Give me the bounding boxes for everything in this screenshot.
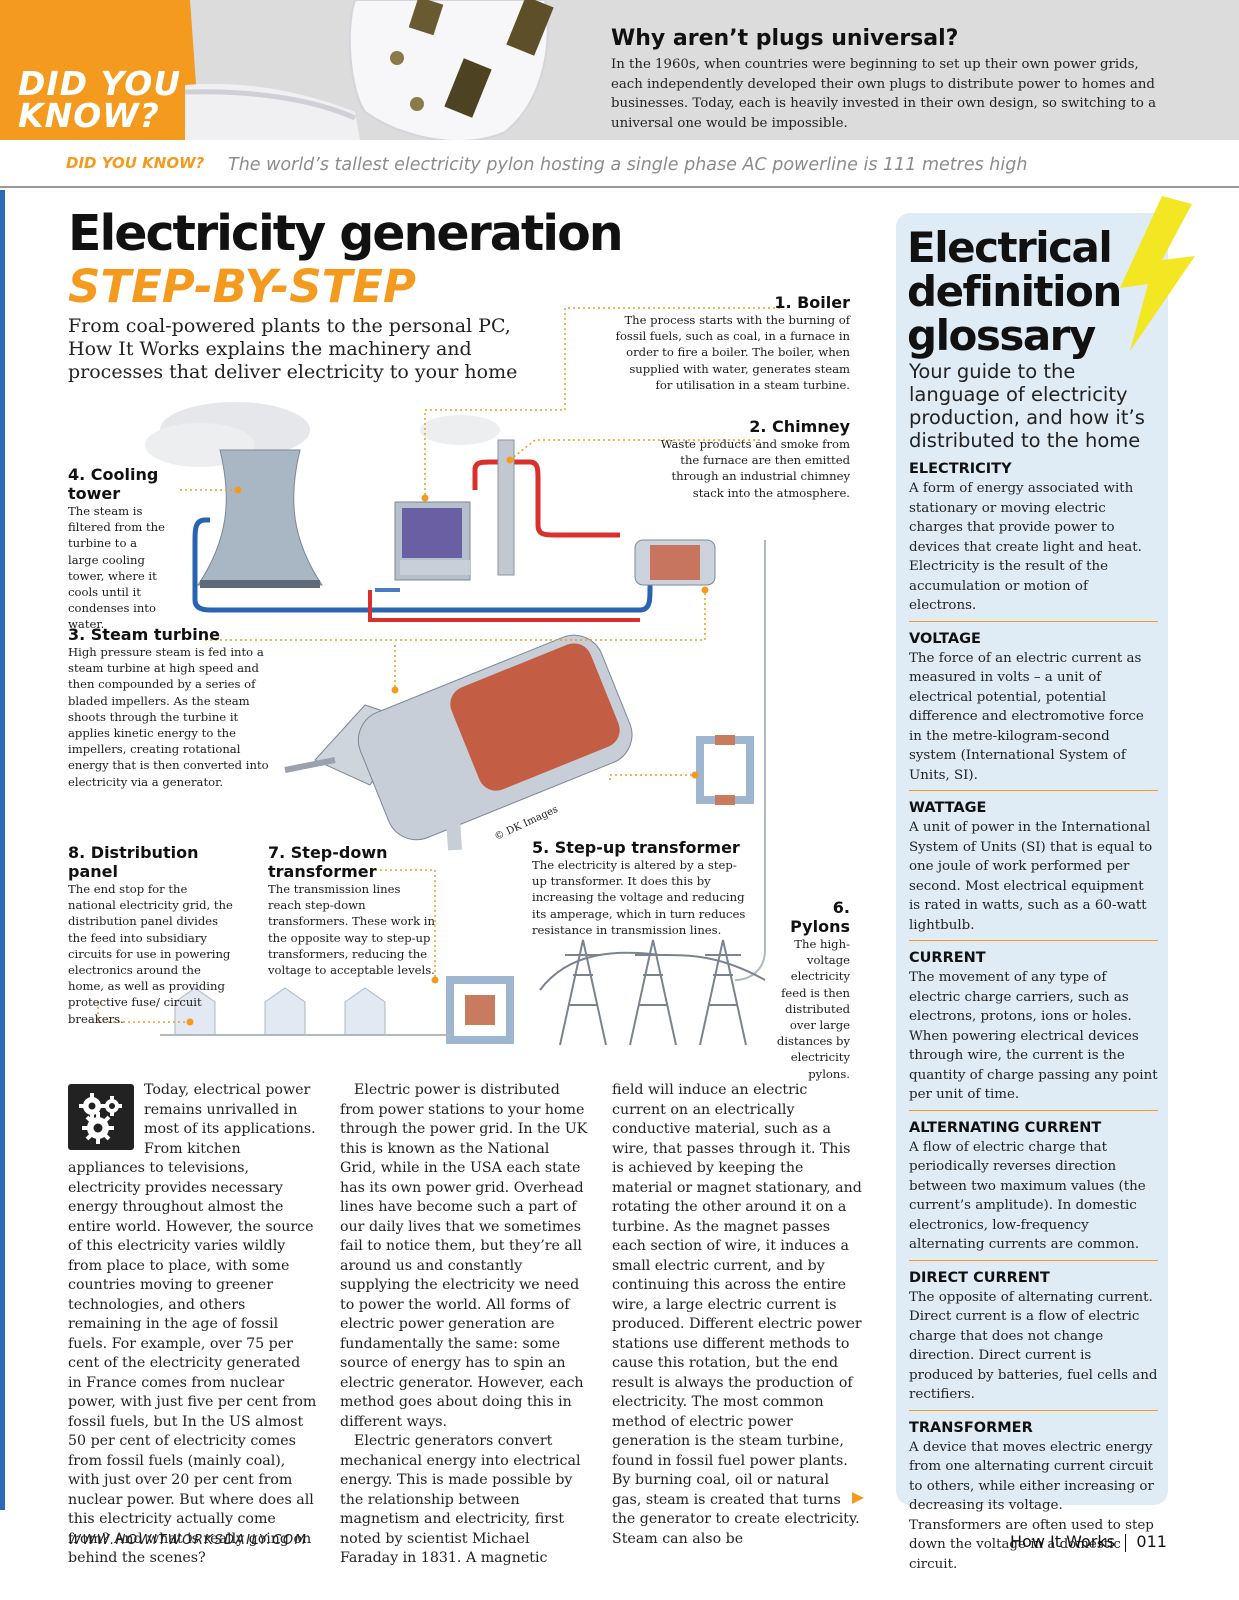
- did-you-know-tab: [0, 0, 200, 140]
- callout-text: The end stop for the national electricit…: [68, 882, 233, 1026]
- body-paragraph: Electric power is distributed from power…: [340, 1082, 588, 1430]
- glossary-intro: Your guide to the language of electricit…: [909, 360, 1145, 452]
- fact-text: The world’s tallest electricity pylon ho…: [228, 155, 1028, 175]
- footer-website-link[interactable]: WWW.HOWITWORKSDAILY.COM: [68, 1533, 308, 1548]
- glossary-definition: A unit of power in the International Sys…: [909, 820, 1153, 933]
- callout-text: The process starts with the burning of f…: [615, 313, 850, 392]
- glossary-definition: The opposite of alternating current. Dir…: [909, 1289, 1158, 1403]
- glossary-entry: WATTAGE A unit of power in the Internati…: [909, 799, 1158, 941]
- body-column-2: Electric power is distributed from power…: [340, 1081, 590, 1569]
- callout-step-down-transformer: 7. Step-down transformer The transmissio…: [268, 843, 436, 978]
- glossary-entry: ALTERNATING CURRENT A flow of electric c…: [909, 1119, 1158, 1261]
- page-edge-rule: [0, 190, 5, 1510]
- body-text: Today, electrical power remains unrivall…: [68, 1082, 317, 1566]
- callout-text: The steam is filtered from the turbine t…: [68, 504, 165, 632]
- callout-title: 7. Step-down transformer: [268, 843, 388, 881]
- fact-badge: DID YOU KNOW?: [66, 154, 205, 172]
- glossary-entry: ELECTRICITY A form of energy associated …: [909, 460, 1158, 622]
- plug-illustration: [185, 0, 554, 140]
- glossary-term: ALTERNATING CURRENT: [909, 1119, 1102, 1136]
- glossary-term: CURRENT: [909, 950, 986, 966]
- glossary-definition: A form of energy associated with station…: [909, 481, 1142, 613]
- diagram-artwork: [97, 307, 780, 1046]
- banner-title: Why aren’t plugs universal?: [611, 26, 959, 51]
- callout-title: 4. Cooling tower: [68, 465, 159, 503]
- glossary-definition: A device that moves electric energy from…: [909, 1439, 1154, 1572]
- glossary-entry: TRANSFORMER A device that moves electric…: [909, 1419, 1158, 1580]
- body-column-1: Today, electrical power remains unrivall…: [68, 1081, 318, 1569]
- page-number: 011: [1136, 1532, 1167, 1551]
- glossary-definition: The force of an electric current as meas…: [909, 650, 1144, 783]
- callout-step-up-transformer: 5. Step-up transformer The electricity i…: [532, 838, 747, 938]
- glossary-term: TRANSFORMER: [909, 1419, 1033, 1436]
- article-subtitle: STEP-BY-STEP: [68, 260, 417, 313]
- callout-title: 2. Chimney: [749, 417, 850, 436]
- magazine-name: How It Works: [1010, 1532, 1115, 1551]
- glossary-term: ELECTRICITY: [909, 461, 1012, 477]
- callout-text: The electricity is altered by a step-up …: [532, 858, 746, 937]
- callout-title: 3. Steam turbine: [68, 625, 220, 644]
- callout-chimney: 2. Chimney Waste products and smoke from…: [660, 417, 850, 501]
- glossary-definition: A flow of electric charge that periodica…: [909, 1139, 1146, 1253]
- glossary-definition: The movement of any type of electric cha…: [909, 970, 1158, 1102]
- glossary-term: WATTAGE: [909, 800, 987, 816]
- callout-text: The high-voltage electricity feed is the…: [776, 937, 850, 1081]
- article-title: Electricity generation: [68, 205, 624, 262]
- callout-title: 6. Pylons: [790, 898, 850, 936]
- fact-strip: [0, 140, 1239, 188]
- callout-boiler: 1. Boiler The process starts with the bu…: [615, 293, 850, 393]
- callout-text: The transmission lines reach step-down t…: [268, 882, 435, 978]
- callout-text: Waste products and smoke from the furnac…: [660, 437, 850, 500]
- callout-pylons: 6. Pylons The high-voltage electricity f…: [770, 898, 850, 1082]
- gear-icon: [68, 1084, 134, 1150]
- glossary-entry: DIRECT CURRENT The opposite of alternati…: [909, 1269, 1158, 1411]
- callout-text: High pressure steam is fed into a steam …: [68, 645, 269, 789]
- glossary-terms: ELECTRICITY A form of energy associated …: [909, 460, 1158, 1587]
- body-column-3: field will induce an electric current on…: [612, 1081, 862, 1549]
- did-you-know-label: DID YOU KNOW?: [18, 64, 182, 135]
- callout-steam-turbine: 3. Steam turbine High pressure steam is …: [68, 625, 283, 790]
- continue-arrow-icon: [852, 1492, 864, 1504]
- glossary-panel: [896, 213, 1168, 1505]
- glossary-title: Electrical definition glossary: [907, 223, 1122, 360]
- glossary-entry: VOLTAGE The force of an electric current…: [909, 630, 1158, 791]
- callout-cooling-tower: 4. Cooling tower The steam is filtered f…: [68, 465, 168, 633]
- footer-folio: How It Works 011: [1010, 1532, 1167, 1552]
- did-you-know-banner: DID YOU KNOW? Why aren’t plugs universal…: [0, 0, 1239, 140]
- glossary-entry: CURRENT The movement of any type of elec…: [909, 949, 1158, 1111]
- callout-distribution-panel: 8. Distribution panel The end stop for t…: [68, 843, 236, 1027]
- callout-title: 8. Distribution panel: [68, 843, 199, 881]
- callout-title: 1. Boiler: [774, 293, 850, 312]
- footer-divider: [1124, 1533, 1127, 1552]
- glossary-term: VOLTAGE: [909, 630, 981, 647]
- article-intro: From coal-powered plants to the personal…: [68, 315, 518, 383]
- body-paragraph: Electric generators convert mechanical e…: [340, 1433, 581, 1566]
- glossary-term: DIRECT CURRENT: [909, 1269, 1050, 1286]
- callout-title: 5. Step-up transformer: [532, 838, 740, 857]
- power-station-diagram: 1. Boiler The process starts with the bu…: [60, 290, 860, 1081]
- body-paragraph: field will induce an electric current on…: [612, 1082, 862, 1547]
- lightning-bolt-icon: [1120, 196, 1195, 351]
- banner-body: In the 1960s, when countries were beginn…: [611, 57, 1157, 131]
